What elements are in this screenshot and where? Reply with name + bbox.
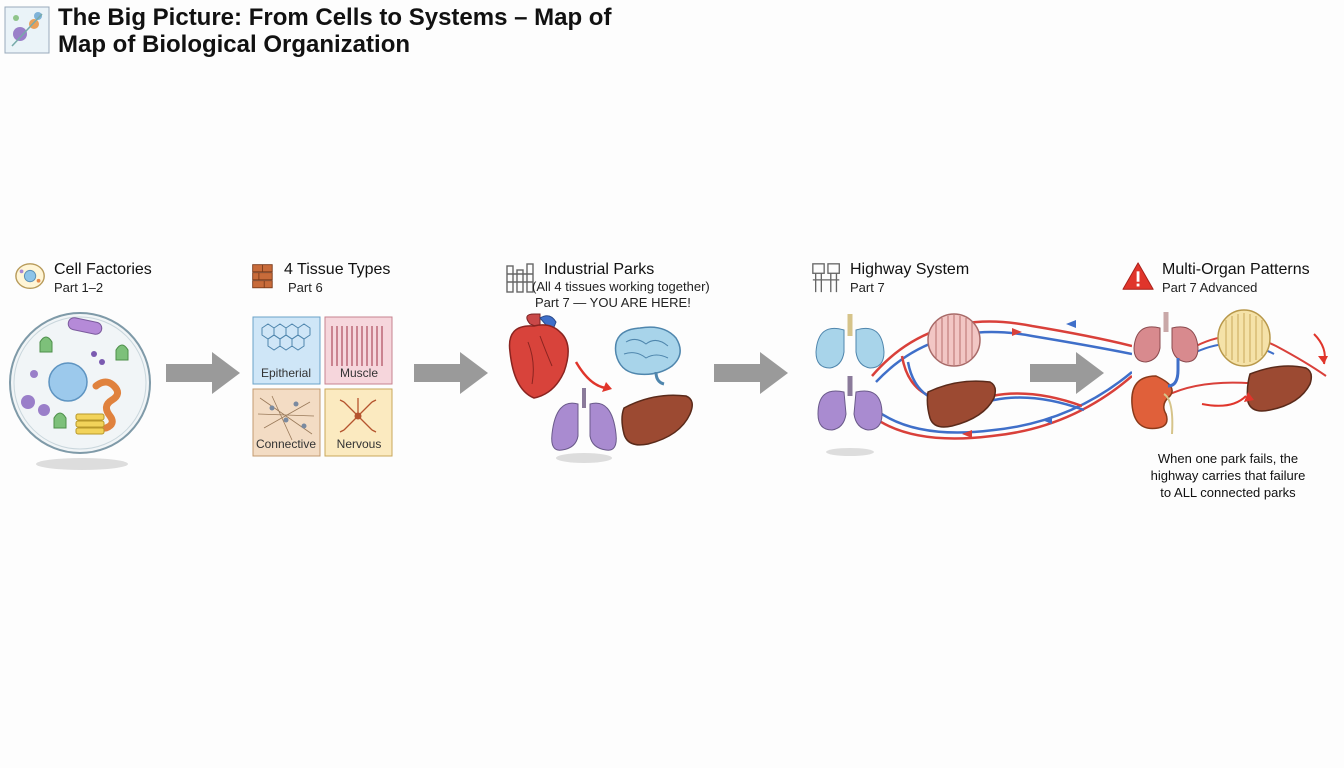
stage-title: Industrial Parks	[544, 261, 655, 278]
heart-illustration	[508, 313, 569, 399]
flow-arrow	[166, 352, 240, 394]
tissue-muscle: Muscle	[324, 316, 393, 385]
vesicle	[91, 351, 97, 357]
lungs-illustration	[1133, 312, 1199, 363]
vessel-network	[871, 320, 1132, 440]
flow-arrow-red	[574, 361, 607, 390]
stage-subtitle: Part 7 — YOU ARE HERE!	[535, 295, 691, 310]
tissue-nervous: Nervous	[324, 388, 393, 457]
page-title: The Big Picture: From Cells to Systems –…	[58, 4, 678, 58]
mitochondrion	[67, 317, 103, 335]
stage-subtitle: Part 7 Advanced	[1162, 280, 1258, 295]
tissue-label: Epitherial	[261, 366, 311, 380]
nucleus	[48, 362, 88, 402]
stage-header: Highway System Part 7	[810, 260, 1050, 304]
brick-stack-icon	[252, 264, 273, 289]
cell-illustration	[9, 312, 151, 470]
brain-illustration	[614, 326, 681, 386]
lungs-illustration	[817, 376, 883, 431]
vesicle	[99, 359, 105, 365]
page-title-line1: The Big Picture: From Cells to Systems –…	[58, 4, 612, 31]
tissue-grid: Epitherial Muscle Connective Nervous	[252, 316, 393, 457]
tissue-label: Connective	[256, 437, 316, 451]
highway-network	[815, 313, 1132, 456]
stage-subtitle: Part 6	[288, 280, 323, 295]
ribosome-green-3	[53, 412, 67, 429]
stage-subtitle: Part 7	[850, 280, 885, 295]
lungs-illustration	[551, 388, 617, 451]
caption-line: highway carries that failure	[1150, 468, 1306, 483]
golgi-apparatus	[92, 378, 121, 432]
biology-thumbnail-icon	[4, 6, 50, 54]
stage-title: 4 Tissue Types	[284, 261, 391, 278]
tissue-label: Muscle	[340, 366, 378, 380]
liver-illustration	[1246, 365, 1313, 412]
stage-title: Highway System	[850, 261, 970, 278]
liver-illustration	[621, 394, 693, 446]
ribosome-green-1	[39, 336, 53, 353]
failure-caption: When one park fails, the highway carries…	[1128, 450, 1328, 501]
muscle-bundle-illustration	[1217, 309, 1271, 367]
header: The Big Picture: From Cells to Systems –…	[4, 4, 704, 58]
stage-multi-organ-patterns: Multi-Organ Patterns Part 7 Advanced	[1122, 260, 1340, 310]
factory-icon	[506, 263, 534, 293]
flow-arrow	[414, 352, 488, 394]
stage-highway-system: Highway System Part 7	[810, 260, 1010, 310]
stage-note: (All 4 tissues working together)	[532, 279, 710, 294]
shadow	[36, 458, 128, 470]
page-title-line2: Map of Biological Organization	[58, 31, 411, 58]
vesicle	[30, 370, 38, 378]
tissue-connective: Connective	[252, 388, 321, 457]
stage-title: Cell Factories	[54, 261, 152, 278]
stage-header: Cell Factories Part 1–2	[14, 260, 254, 304]
stage-cell-factories: Cell Factories Part 1–2	[14, 260, 164, 480]
kidney-illustration	[1131, 358, 1180, 435]
stage-tissue-types: 4 Tissue Types Part 6	[250, 260, 410, 310]
caption-line: When one park fails, the	[1157, 451, 1299, 466]
multi-organ-illustration	[1131, 309, 1328, 435]
stage-industrial-parks: Industrial Parks (All 4 tissues working …	[504, 260, 724, 320]
tissue-label: Nervous	[337, 437, 382, 451]
warning-icon	[1122, 262, 1154, 290]
vesicle	[38, 404, 50, 416]
stage-header: Industrial Parks (All 4 tissues working …	[504, 260, 744, 310]
stage-header: Multi-Organ Patterns Part 7 Advanced	[1122, 260, 1344, 304]
liver-illustration	[926, 380, 997, 428]
ribosome-green-2	[115, 344, 129, 361]
muscle-bundle-illustration	[927, 313, 981, 367]
endoplasmic-reticulum	[75, 413, 105, 435]
caption-line: to ALL connected parks	[1160, 485, 1296, 500]
stage-subtitle: Part 1–2	[54, 280, 104, 295]
highway-sign-icon	[812, 263, 840, 293]
stage-title: Multi-Organ Patterns	[1162, 261, 1310, 278]
flow-arrow	[714, 352, 788, 394]
tissue-epithelial: Epitherial	[252, 316, 321, 385]
organ-cluster	[508, 313, 693, 463]
lungs-illustration	[815, 314, 885, 369]
stage-header: 4 Tissue Types Part 6	[250, 260, 490, 304]
vesicle	[21, 395, 35, 409]
cell-icon	[15, 263, 45, 290]
flow-arrow	[1030, 352, 1104, 394]
